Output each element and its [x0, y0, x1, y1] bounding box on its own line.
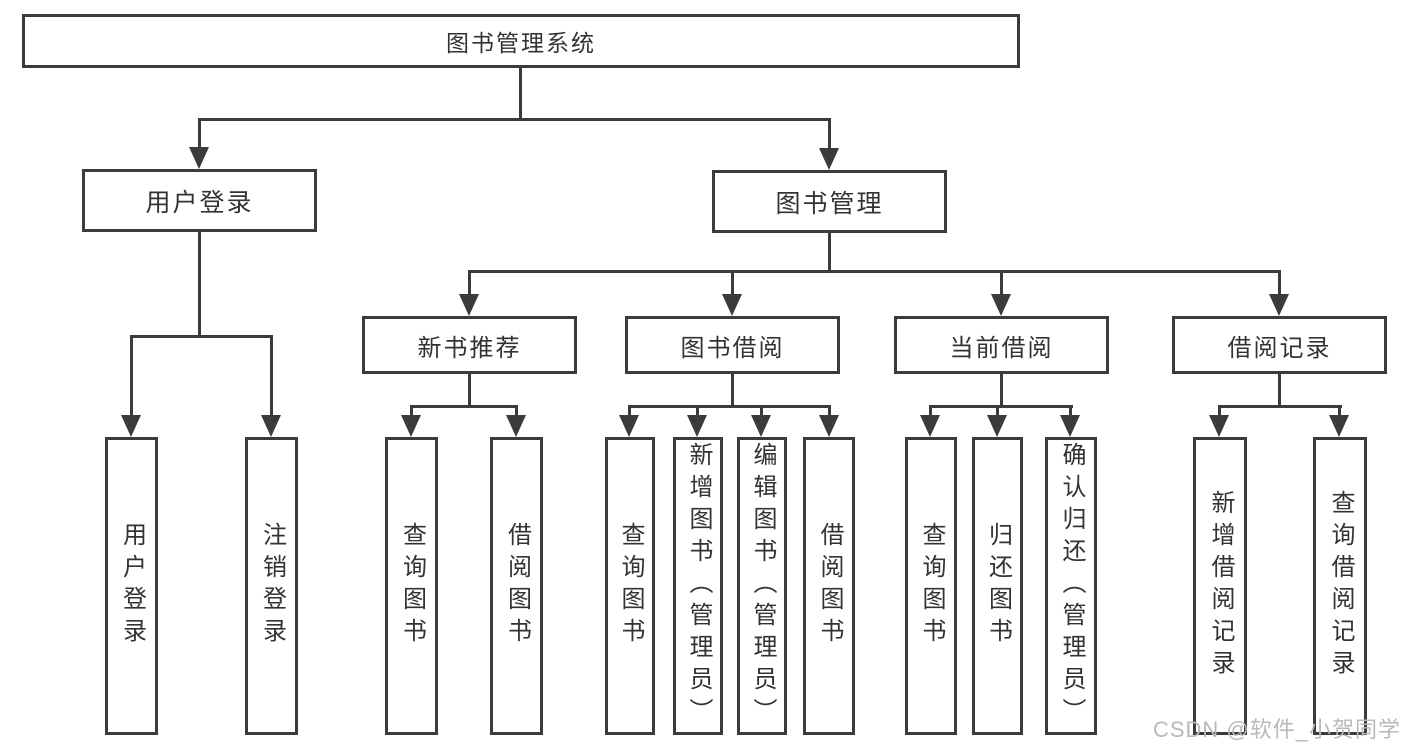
leaf-return-book: 归还图书	[972, 437, 1023, 735]
connector-to-user-login	[198, 118, 201, 150]
arrow-down-icon	[1329, 415, 1349, 437]
leaf-user-login-label: 用户登录	[118, 522, 146, 650]
node-new-book-recommend: 新书推荐	[362, 316, 577, 374]
leaf-query-books-borrow: 查询图书	[605, 437, 655, 735]
node-root-label: 图书管理系统	[446, 30, 596, 56]
node-user-login-label: 用户登录	[145, 188, 254, 217]
connector-to-leaf	[270, 335, 273, 417]
node-user-login: 用户登录	[82, 169, 317, 232]
leaf-confirm-return-admin: 确认归还（管理员）	[1045, 437, 1097, 735]
connector-to-leaf	[696, 405, 699, 417]
leaf-query-books-current: 查询图书	[905, 437, 957, 735]
arrow-down-icon	[1209, 415, 1229, 437]
connector-recommend-bar	[410, 405, 518, 408]
arrow-down-icon	[991, 294, 1011, 316]
leaf-add-borrow-record: 新增借阅记录	[1193, 437, 1247, 735]
node-book-borrow: 图书借阅	[625, 316, 840, 374]
leaf-borrow-books-recommend: 借阅图书	[490, 437, 543, 735]
leaf-user-login: 用户登录	[105, 437, 158, 735]
connector-recommend-stem	[468, 374, 471, 408]
arrow-down-icon	[1060, 415, 1080, 437]
leaf-borrow-books-recommend-label: 借阅图书	[503, 522, 531, 650]
arrow-down-icon	[1269, 294, 1289, 316]
node-new-book-recommend-label: 新书推荐	[417, 334, 522, 362]
arrow-down-icon	[459, 294, 479, 316]
leaf-borrow-books-2: 借阅图书	[803, 437, 855, 735]
leaf-return-book-label: 归还图书	[984, 522, 1012, 650]
node-current-borrow-label: 当前借阅	[949, 334, 1054, 362]
connector-to-leaf	[515, 405, 518, 417]
arrow-down-icon	[619, 415, 639, 437]
leaf-confirm-return-admin-label: 确认归还（管理员）	[1058, 442, 1085, 730]
connector-to-book-management	[828, 118, 831, 151]
arrow-down-icon	[722, 294, 742, 316]
node-root: 图书管理系统	[22, 14, 1020, 68]
connector-to-leaf	[1338, 405, 1341, 417]
leaf-query-books-borrow-label: 查询图书	[617, 522, 644, 650]
arrow-down-icon	[401, 415, 421, 437]
node-current-borrow: 当前借阅	[894, 316, 1109, 374]
leaf-query-books-current-label: 查询图书	[918, 522, 945, 650]
leaf-add-book-admin-label: 新增图书（管理员）	[685, 442, 712, 730]
connector-root-bar	[198, 118, 831, 121]
leaf-edit-book-admin-label: 编辑图书（管理员）	[749, 442, 776, 730]
leaf-edit-book-admin: 编辑图书（管理员）	[737, 437, 787, 735]
arrow-down-icon	[819, 415, 839, 437]
connector-borrow-stem	[731, 374, 734, 408]
arrow-down-icon	[261, 415, 281, 437]
connector-to-level3	[731, 270, 734, 296]
connector-to-level3	[468, 270, 471, 296]
connector-to-level3	[1000, 270, 1003, 296]
connector-book-management-bar	[468, 270, 1281, 273]
connector-to-leaf	[760, 405, 763, 417]
node-borrow-records-label: 借阅记录	[1227, 334, 1332, 362]
arrow-down-icon	[506, 415, 526, 437]
connector-borrow-bar	[628, 405, 831, 408]
connector-to-leaf	[828, 405, 831, 417]
node-book-management-label: 图书管理	[775, 189, 884, 218]
connector-root-stem	[519, 68, 522, 121]
leaf-borrow-books-2-label: 借阅图书	[816, 522, 843, 650]
connector-to-leaf	[1218, 405, 1221, 417]
connector-to-leaf	[130, 335, 133, 417]
connector-to-leaf	[1069, 405, 1072, 417]
arrow-down-icon	[121, 415, 141, 437]
node-book-borrow-label: 图书借阅	[680, 334, 785, 362]
connector-user-login-bar	[130, 335, 273, 338]
connector-current-bar	[929, 405, 1073, 408]
connector-to-leaf	[929, 405, 932, 417]
leaf-query-borrow-record-label: 查询借阅记录	[1327, 490, 1354, 682]
arrow-down-icon	[987, 415, 1007, 437]
connector-current-stem	[1000, 374, 1003, 408]
connector-user-login-stem	[198, 232, 201, 338]
connector-records-bar	[1218, 405, 1342, 408]
leaf-logout: 注销登录	[245, 437, 298, 735]
leaf-add-borrow-record-label: 新增借阅记录	[1207, 490, 1234, 682]
arrow-down-icon	[920, 415, 940, 437]
node-borrow-records: 借阅记录	[1172, 316, 1387, 374]
leaf-add-book-admin: 新增图书（管理员）	[673, 437, 723, 735]
connector-to-leaf	[628, 405, 631, 417]
leaf-logout-label: 注销登录	[258, 522, 286, 650]
connector-book-management-stem	[828, 233, 831, 273]
arrow-down-icon	[189, 147, 209, 169]
connector-records-stem	[1278, 374, 1281, 408]
leaf-query-borrow-record: 查询借阅记录	[1313, 437, 1367, 735]
node-book-management: 图书管理	[712, 170, 947, 233]
arrow-down-icon	[687, 415, 707, 437]
watermark: CSDN @软件_小贺同学	[1152, 717, 1401, 742]
connector-to-level3	[1278, 270, 1281, 296]
connector-to-leaf	[410, 405, 413, 417]
leaf-query-books-recommend-label: 查询图书	[398, 522, 426, 650]
connector-to-leaf	[996, 405, 999, 417]
arrow-down-icon	[819, 148, 839, 170]
arrow-down-icon	[751, 415, 771, 437]
leaf-query-books-recommend: 查询图书	[385, 437, 438, 735]
